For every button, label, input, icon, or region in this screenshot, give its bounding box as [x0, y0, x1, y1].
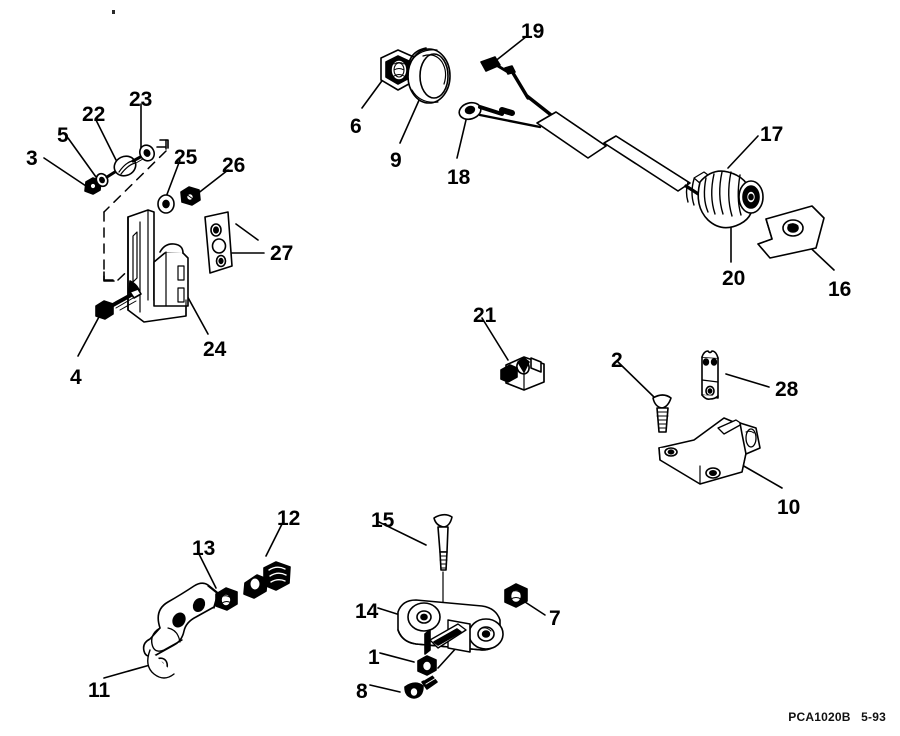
part-13-locknut — [215, 587, 238, 611]
part-24-bracket — [127, 209, 189, 323]
leader-4 — [77, 314, 101, 357]
callout-6: 6 — [350, 115, 362, 138]
callout-23: 23 — [129, 88, 153, 111]
callout-28: 28 — [775, 378, 799, 401]
callout-3: 3 — [26, 147, 38, 170]
callout-24: 24 — [203, 338, 227, 361]
callout-22: 22 — [82, 103, 106, 126]
callout-8: 8 — [356, 680, 368, 703]
callout-2: 2 — [611, 349, 623, 372]
part-12-stud — [243, 561, 291, 599]
leader-1 — [379, 652, 415, 663]
part-27-plate — [204, 211, 233, 274]
callout-16: 16 — [828, 278, 852, 301]
part-11-lever — [142, 582, 219, 679]
part-8-screw — [404, 673, 438, 699]
part-1-nut — [417, 655, 437, 676]
part-9-bezel — [407, 47, 451, 104]
part-17-rubber-boot — [685, 170, 764, 229]
callout-4: 4 — [70, 366, 82, 389]
leader-5 — [67, 137, 97, 178]
callout-11: 11 — [88, 679, 111, 702]
part-21-cable-clip — [500, 356, 545, 391]
callout-20: 20 — [722, 267, 746, 290]
leader-3 — [43, 157, 87, 187]
callout-5: 5 — [57, 124, 69, 147]
leader-11 — [103, 664, 151, 679]
callout-7: 7 — [549, 607, 561, 630]
callout-27: 27 — [270, 242, 294, 265]
leader-25 — [165, 159, 181, 198]
part-14-pivot-bracket — [397, 599, 504, 655]
leader-10 — [741, 464, 783, 489]
drawing-footer: PCA1020B 5-93 — [788, 710, 886, 724]
part-6-hex-nut — [380, 49, 417, 91]
part-10-bracket — [658, 417, 761, 485]
callout-13: 13 — [192, 537, 216, 560]
leader-15 — [378, 521, 427, 546]
leader-21 — [481, 317, 509, 361]
part-23-washer — [138, 144, 156, 162]
part-4-bolt — [95, 288, 142, 320]
part-22-ball-joint — [105, 152, 149, 179]
leader-17 — [727, 135, 759, 169]
part-25-washer — [157, 194, 175, 214]
leader-6 — [361, 77, 385, 109]
part-15-bolt — [433, 513, 453, 619]
part-7-locknut — [504, 583, 528, 608]
part-16-mounting-plate — [757, 205, 825, 259]
leader-18 — [456, 119, 467, 159]
part-26-locknut — [180, 186, 201, 206]
callout-19: 19 — [521, 20, 545, 43]
callout-15: 15 — [371, 509, 395, 532]
callout-14: 14 — [355, 600, 379, 623]
part-18-ring-terminal — [458, 101, 542, 129]
leader-9 — [399, 97, 421, 144]
callout-25: 25 — [174, 146, 198, 169]
callout-18: 18 — [447, 166, 471, 189]
callout-12: 12 — [277, 507, 301, 530]
callout-10: 10 — [777, 496, 801, 519]
callout-21: 21 — [473, 304, 497, 327]
leader-13 — [197, 551, 217, 589]
callout-1: 1 — [368, 646, 380, 669]
cable-assembly — [525, 94, 713, 201]
leader-12 — [265, 521, 284, 557]
callout-26: 26 — [222, 154, 246, 177]
leader-8 — [369, 684, 401, 693]
leader-28 — [725, 373, 770, 388]
leader-27b — [235, 223, 259, 241]
ink-speck — [112, 10, 115, 14]
part-28-link — [701, 350, 719, 400]
part-19-trunnion — [480, 56, 530, 100]
leader-22 — [95, 119, 117, 161]
callout-9: 9 — [390, 149, 402, 172]
part-2-screw — [652, 394, 672, 433]
leader-2 — [617, 361, 656, 399]
callout-17: 17 — [760, 123, 784, 146]
